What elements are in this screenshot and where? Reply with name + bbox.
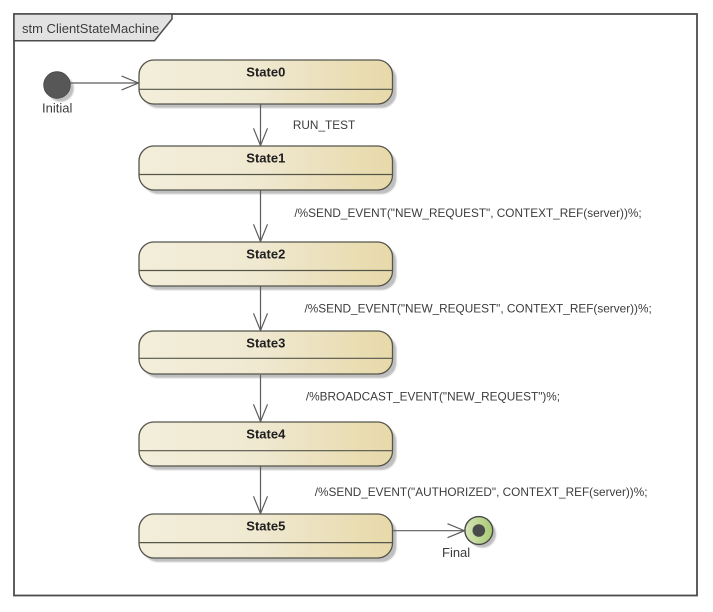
svg-text:RUN_TEST: RUN_TEST <box>293 118 355 132</box>
svg-text:State0: State0 <box>246 64 285 79</box>
svg-text:stm ClientStateMachine: stm ClientStateMachine <box>22 21 159 36</box>
svg-text:Final: Final <box>442 545 470 560</box>
svg-text:/%SEND_EVENT("AUTHORIZED", CON: /%SEND_EVENT("AUTHORIZED", CONTEXT_REF(s… <box>315 485 648 499</box>
svg-text:State5: State5 <box>246 518 285 533</box>
svg-text:/%SEND_EVENT("NEW_REQUEST", CO: /%SEND_EVENT("NEW_REQUEST", CONTEXT_REF(… <box>294 206 641 220</box>
svg-text:State3: State3 <box>246 335 285 350</box>
svg-text:/%BROADCAST_EVENT("NEW_REQUEST: /%BROADCAST_EVENT("NEW_REQUEST")%; <box>306 390 560 404</box>
svg-text:State1: State1 <box>246 150 285 165</box>
svg-text:/%SEND_EVENT("NEW_REQUEST", CO: /%SEND_EVENT("NEW_REQUEST", CONTEXT_REF(… <box>305 302 652 316</box>
svg-text:State2: State2 <box>246 246 285 261</box>
svg-text:State4: State4 <box>246 426 286 441</box>
svg-text:Initial: Initial <box>42 101 72 116</box>
